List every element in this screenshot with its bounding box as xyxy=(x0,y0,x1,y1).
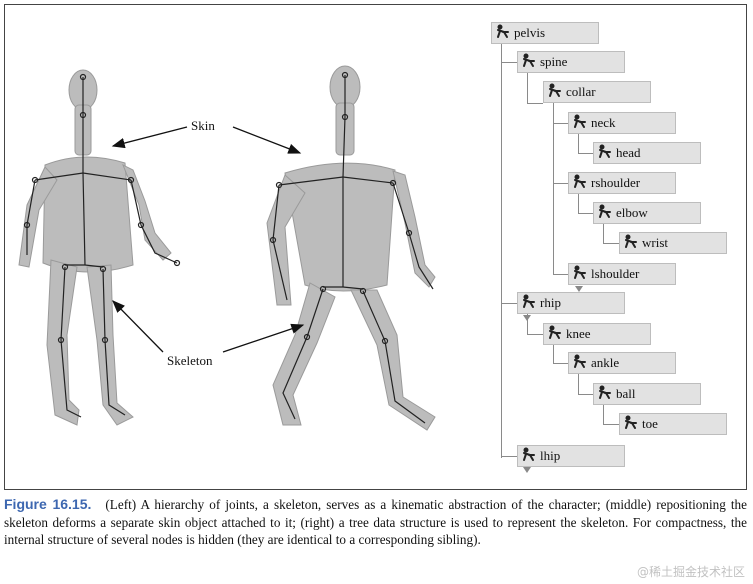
tree-connector xyxy=(603,243,619,244)
tree-node-label: ball xyxy=(616,386,636,401)
joint-figure-icon xyxy=(495,23,514,43)
tree-node-label: pelvis xyxy=(514,25,546,40)
tree-node-lhip[interactable]: lhip xyxy=(517,445,625,467)
joint-figure-icon xyxy=(597,143,616,163)
figure-caption: Figure 16.15.(Left) A hierarchy of joint… xyxy=(4,496,747,549)
joint-figure-icon xyxy=(521,52,540,72)
tree-node-ball[interactable]: ball xyxy=(593,383,701,405)
tree-node-rhip[interactable]: rhip xyxy=(517,292,625,314)
tree-node-neck[interactable]: neck xyxy=(568,112,676,134)
tree-node-rshoulder[interactable]: rshoulder xyxy=(568,172,676,194)
tree-node-elbow[interactable]: elbow xyxy=(593,202,701,224)
tree-node-label: collar xyxy=(566,84,596,99)
tree-connector xyxy=(527,314,528,334)
joint-figure-icon xyxy=(623,233,642,253)
figure-illustration xyxy=(18,65,436,431)
annotation-arrows xyxy=(111,126,305,353)
tree-node-label: elbow xyxy=(616,205,648,220)
tree-connector xyxy=(578,134,579,153)
tree-connector xyxy=(553,103,554,274)
middle-character-skeleton xyxy=(269,71,434,424)
tree-connector xyxy=(603,224,604,243)
left-character-skin xyxy=(18,69,172,426)
tree-connector xyxy=(553,345,554,363)
joint-figure-icon xyxy=(623,414,642,434)
collapsed-indicator-icon xyxy=(575,286,583,292)
joint-figure-icon xyxy=(547,324,566,344)
tree-connector xyxy=(501,456,517,457)
tree-connector xyxy=(603,424,619,425)
tree-node-label: ankle xyxy=(591,355,620,370)
tree-node-label: rhip xyxy=(540,295,561,310)
tree-node-pelvis[interactable]: pelvis xyxy=(491,22,599,44)
tree-node-label: wrist xyxy=(642,235,668,250)
tree-node-label: rshoulder xyxy=(591,175,641,190)
tree-connector xyxy=(603,405,604,424)
tree-connector xyxy=(553,183,568,184)
tree-node-knee[interactable]: knee xyxy=(543,323,651,345)
watermark: @稀土掘金技术社区 xyxy=(636,565,745,579)
tree-node-ankle[interactable]: ankle xyxy=(568,352,676,374)
tree-connector xyxy=(553,363,568,364)
tree-node-lshoulder[interactable]: lshoulder xyxy=(568,263,676,285)
caption-text: (Left) A hierarchy of joints, a skeleton… xyxy=(4,497,748,547)
tree-connector xyxy=(578,194,579,213)
tree-node-collar[interactable]: collar xyxy=(543,81,651,103)
tree-connector xyxy=(501,44,502,458)
tree-connector xyxy=(501,303,517,304)
joint-figure-icon xyxy=(572,264,591,284)
tree-connector xyxy=(501,62,517,63)
tree-connector xyxy=(527,334,543,335)
tree-connector xyxy=(527,103,543,104)
tree-node-label: neck xyxy=(591,115,616,130)
tree-connector xyxy=(578,213,593,214)
joint-figure-icon xyxy=(597,384,616,404)
skeleton-label: Skeleton xyxy=(165,353,215,369)
tree-node-toe[interactable]: toe xyxy=(619,413,727,435)
tree-node-label: lshoulder xyxy=(591,266,640,281)
tree-node-wrist[interactable]: wrist xyxy=(619,232,727,254)
tree-node-label: toe xyxy=(642,416,658,431)
middle-character-skin xyxy=(266,65,436,431)
joint-figure-icon xyxy=(572,173,591,193)
tree-node-spine[interactable]: spine xyxy=(517,51,625,73)
joint-figure-icon xyxy=(547,82,566,102)
tree-connector xyxy=(527,73,528,103)
tree-node-label: spine xyxy=(540,54,568,69)
joint-figure-icon xyxy=(572,113,591,133)
joint-figure-icon xyxy=(521,446,540,466)
collapsed-indicator-icon xyxy=(523,315,531,321)
tree-connector xyxy=(553,274,568,275)
tree-connector xyxy=(578,394,593,395)
skin-label: Skin xyxy=(189,118,217,134)
tree-node-label: knee xyxy=(566,326,591,341)
joint-figure-icon xyxy=(597,203,616,223)
caption-label: Figure 16.15. xyxy=(4,496,92,512)
joint-figure-icon xyxy=(572,353,591,373)
collapsed-indicator-icon xyxy=(523,467,531,473)
tree-connector xyxy=(553,123,568,124)
tree-connector xyxy=(578,374,579,394)
left-character-skeleton xyxy=(23,73,181,418)
tree-connector xyxy=(578,153,593,154)
tree-node-label: head xyxy=(616,145,641,160)
tree-node-head[interactable]: head xyxy=(593,142,701,164)
joint-figure-icon xyxy=(521,293,540,313)
tree-node-label: lhip xyxy=(540,448,561,463)
